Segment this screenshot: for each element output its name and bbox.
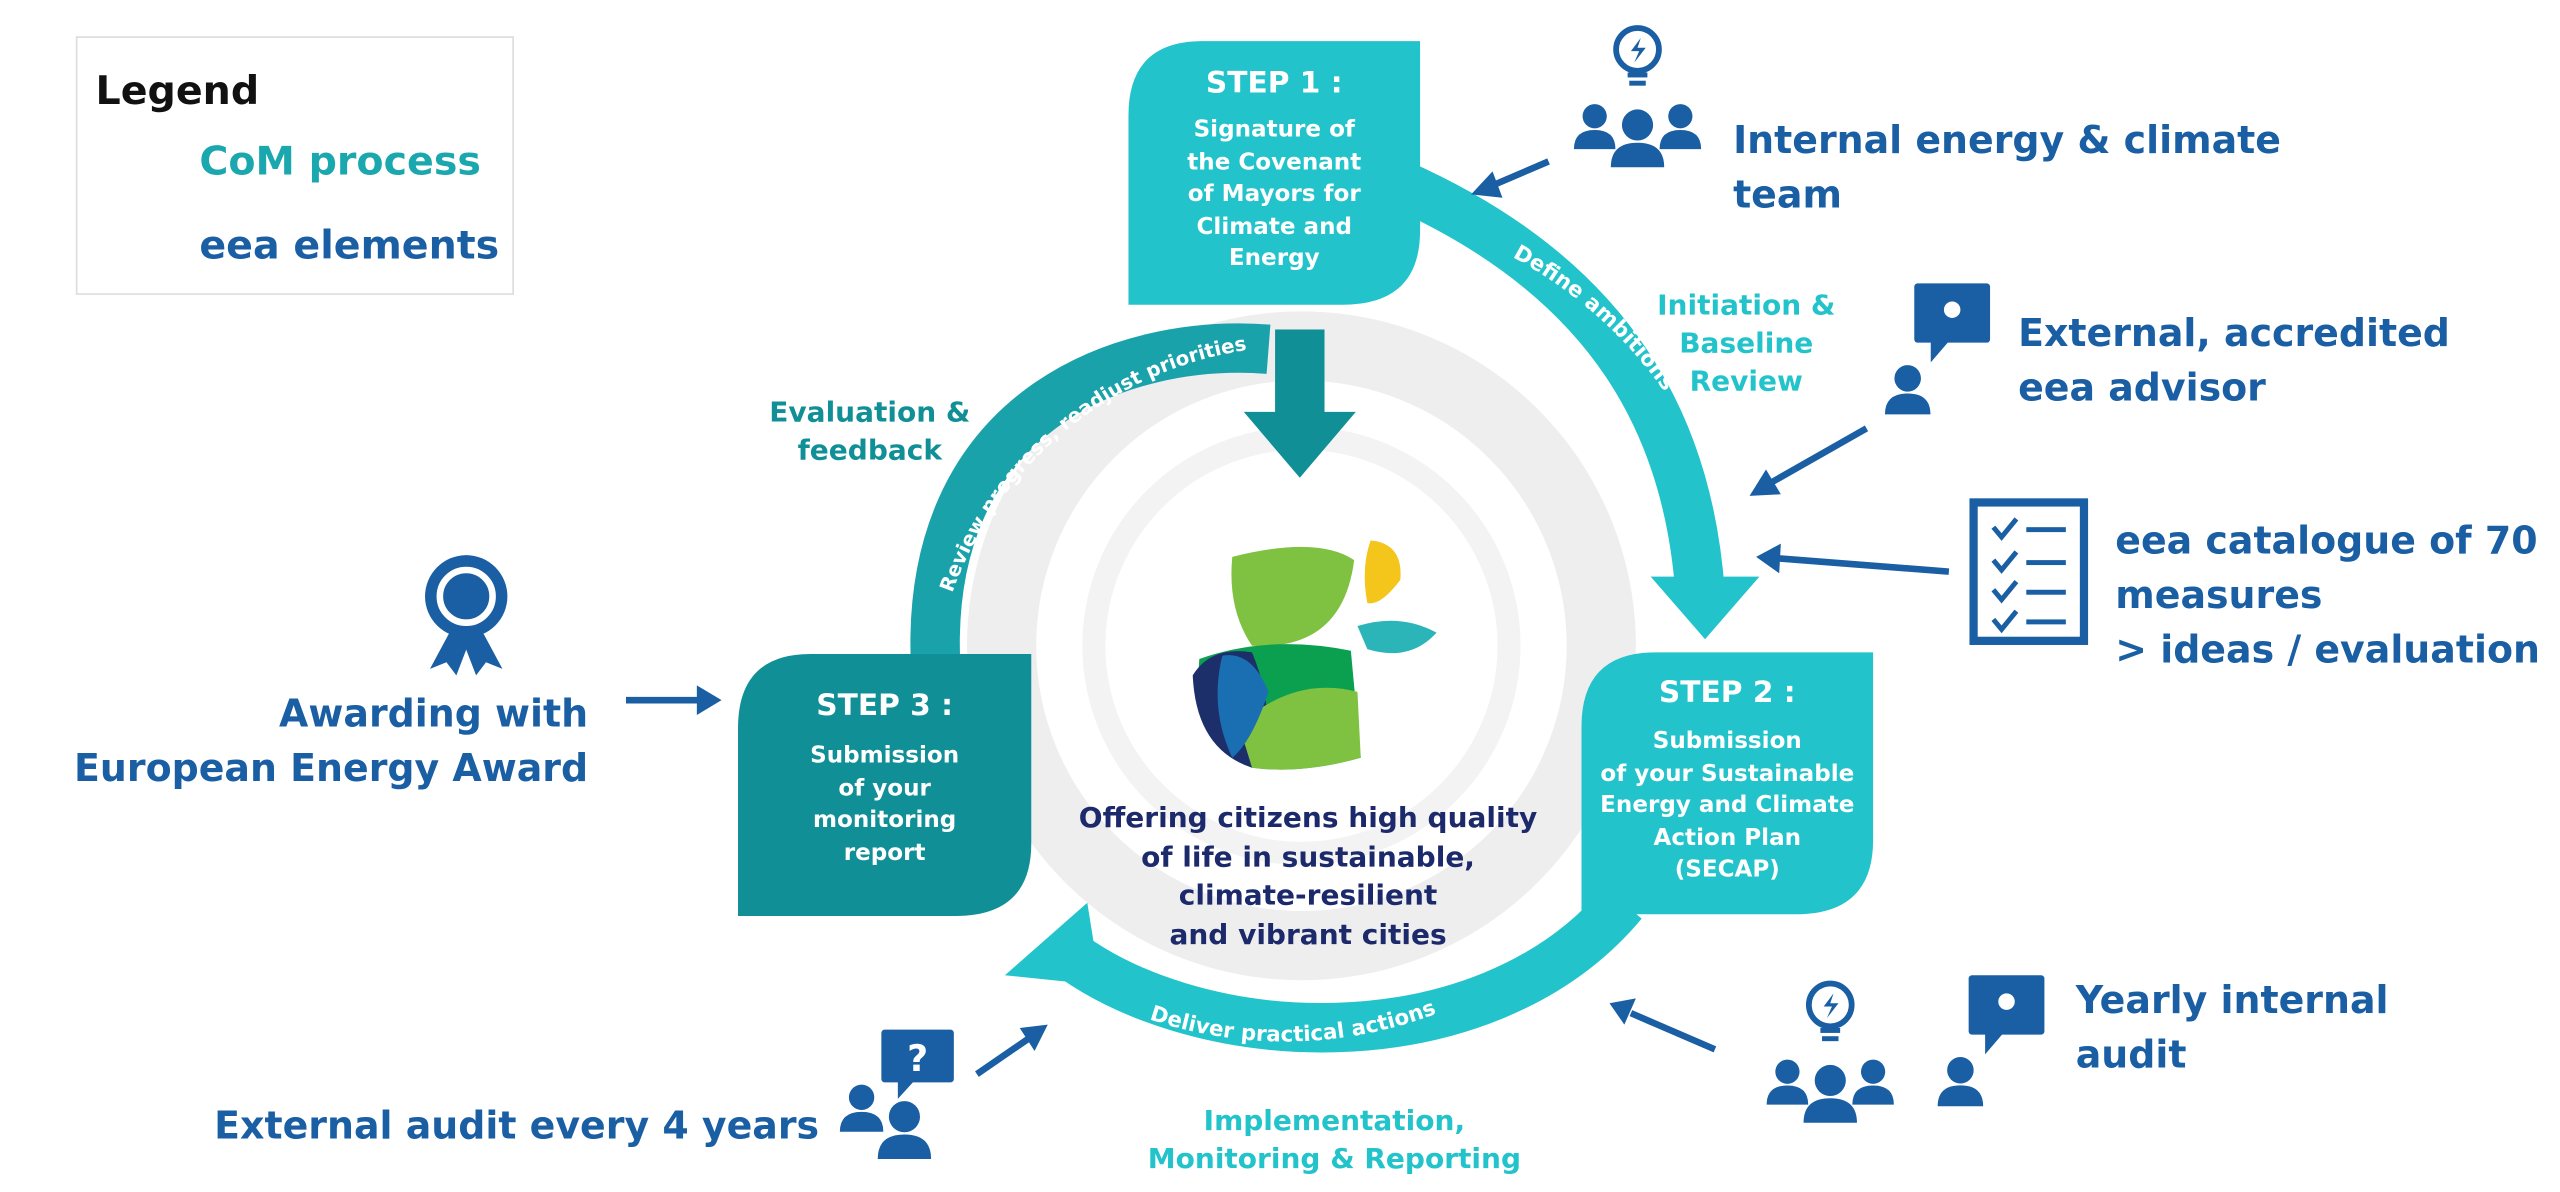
eea-line: measures — [2115, 574, 2323, 618]
step3-line: monitoring — [812, 807, 957, 834]
step1-line: Energy — [1228, 245, 1320, 272]
arrow-shaft-top — [1275, 329, 1325, 416]
phase-line: Initiation & — [1657, 289, 1836, 323]
lightbulb-icon — [1805, 980, 1855, 1042]
step3-text: Submission of your monitoring report — [738, 741, 1031, 869]
legend — [75, 36, 514, 295]
phase-line: Baseline — [1679, 327, 1814, 361]
center-line: and vibrant cities — [1169, 918, 1447, 952]
eea-line: Yearly internal — [2075, 980, 2389, 1024]
eea-line: eea catalogue of 70 — [2115, 520, 2538, 564]
arrowhead-step3 — [1004, 902, 1101, 986]
eea-line: Awarding with — [279, 693, 589, 737]
checklist-icon — [1969, 498, 2089, 645]
phase-initiation: Initiation & Baseline Review — [1631, 288, 1862, 402]
step1-title: STEP 1 : — [1205, 65, 1343, 101]
arc-step1-to-step2 — [1390, 161, 1725, 595]
eea-line: European Energy Award — [74, 747, 589, 791]
eea-external-audit-text: External audit every 4 years — [214, 1105, 820, 1149]
arrowhead-step1 — [1243, 411, 1356, 478]
phase-evaluation: Evaluation & feedback — [755, 395, 986, 471]
arrow-icon — [975, 1035, 1032, 1077]
phase-implementation: Implementation, Monitoring & Reporting — [1120, 1104, 1548, 1180]
center-line: of life in sustainable, — [1141, 840, 1475, 874]
eea-line: External, accredited — [2018, 313, 2450, 356]
arrow-icon — [1769, 425, 1869, 486]
step1-line: Signature of — [1193, 116, 1355, 144]
step2-title: STEP 2 : — [1658, 675, 1796, 711]
center-line: climate-resilient — [1178, 879, 1438, 913]
people-group-icon — [1766, 1059, 1894, 1123]
arrowhead-step2 — [1650, 576, 1760, 640]
step2-box — [1581, 652, 1874, 915]
arc-step3-to-step1 — [910, 323, 1271, 669]
step2-line: Submission — [1652, 728, 1802, 755]
eea-catalogue-text: eea catalogue of 70 measures > ideas / e… — [2115, 516, 2540, 679]
eea-line: team — [1733, 174, 1842, 218]
phase-line: Monitoring & Reporting — [1147, 1143, 1522, 1177]
phase-line: feedback — [797, 434, 943, 468]
svg-text:?: ? — [907, 1037, 928, 1080]
rosette-icon — [425, 555, 508, 676]
step2-line: Action Plan — [1653, 824, 1802, 851]
step2-line: (SECAP) — [1674, 856, 1780, 884]
arrow-icon — [1489, 158, 1550, 190]
legend-label-eea-elements: eea elements — [199, 222, 500, 269]
com-logo-icon — [1192, 540, 1437, 770]
step1-box — [1128, 41, 1421, 305]
phase-line: Evaluation & — [769, 397, 971, 430]
phase-line: Review — [1689, 365, 1803, 399]
eea-arrows — [626, 158, 1950, 1077]
step3-title: STEP 3 : — [816, 688, 954, 724]
legend-title: Legend — [95, 67, 260, 114]
step1-line: the Covenant — [1187, 149, 1362, 176]
step2-line: Energy and Climate — [1600, 792, 1855, 819]
advisor-icon — [1884, 283, 1991, 415]
step3-box — [738, 654, 1032, 916]
eea-line: > ideas / evaluation — [2115, 629, 2540, 673]
eea-award-text: Awarding with European Energy Award — [33, 689, 588, 798]
arrow-icon — [1778, 555, 1950, 575]
step1-line: of Mayors for — [1187, 181, 1361, 208]
step3-line: Submission — [810, 742, 960, 770]
eea-line: Internal energy & climate — [1733, 120, 2281, 164]
step2-text: Submission of your Sustainable Energy an… — [1565, 727, 1890, 888]
center-line: Offering citizens high quality — [1078, 802, 1538, 836]
arc-step2-to-step3 — [1038, 886, 1642, 1053]
eea-line: audit — [2075, 1034, 2187, 1078]
advisor-icon — [1937, 975, 2045, 1107]
step1-text: Signature of the Covenant of Mayors for … — [1128, 115, 1420, 276]
step3-line: of your — [838, 775, 931, 802]
step3-line: report — [843, 839, 926, 866]
phase-line: Implementation, — [1203, 1105, 1466, 1139]
eea-yearly-audit-text: Yearly internal audit — [2076, 975, 2389, 1084]
step1-line: Climate and — [1196, 213, 1353, 240]
eea-line: eea advisor — [2018, 367, 2266, 411]
eea-advisor-text: External, accredited eea advisor — [2018, 308, 2450, 417]
legend-label-com-process: CoM process — [199, 138, 481, 185]
eea-team-text: Internal energy & climate team — [1733, 115, 2281, 224]
center-vision-text: Offering citizens high quality of life i… — [1054, 801, 1561, 956]
arrow-icon — [1629, 1010, 1717, 1053]
step2-line: of your Sustainable — [1600, 760, 1855, 787]
people-group-icon — [1573, 104, 1702, 168]
question-icon: ? — [839, 1029, 954, 1159]
lightbulb-icon — [1613, 25, 1662, 86]
